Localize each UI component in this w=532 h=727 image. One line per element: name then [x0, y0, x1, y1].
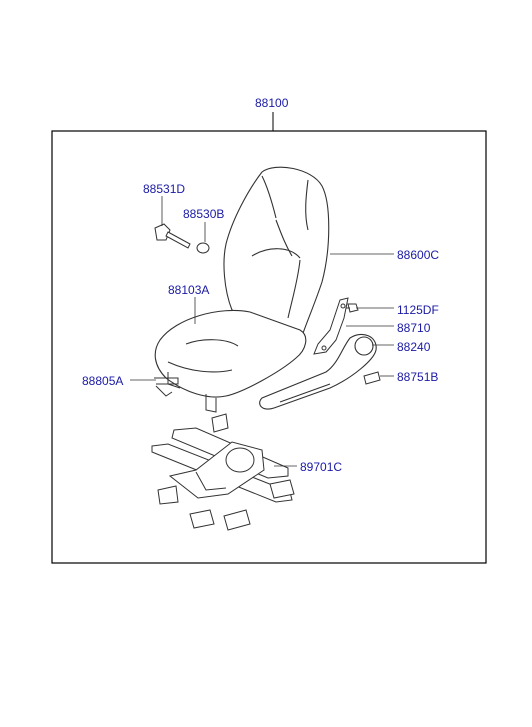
part-label-88805A[interactable]: 88805A	[82, 374, 124, 388]
assembly-frame	[51, 130, 487, 564]
part-label-88530B[interactable]: 88530B	[183, 207, 225, 221]
leader-lines	[130, 196, 394, 467]
recliner-cover-drawing	[259, 333, 377, 410]
part-label-89701C[interactable]: 89701C	[300, 460, 343, 474]
seat-track-drawing	[151, 413, 295, 531]
part-label-88531D[interactable]: 88531D	[143, 182, 186, 196]
part-label-88710[interactable]: 88710	[397, 321, 431, 335]
washer-drawing	[196, 242, 210, 254]
part-label-88600C[interactable]: 88600C	[397, 248, 440, 262]
part-label-88751B[interactable]: 88751B	[397, 370, 439, 384]
seat-back-drawing	[223, 166, 330, 343]
part-label-1125DF[interactable]: 1125DF	[397, 303, 439, 317]
bracket-drawing	[313, 297, 349, 355]
assembly-part-label[interactable]: 88100	[255, 96, 289, 110]
part-label-88103A[interactable]: 88103A	[168, 283, 210, 297]
bolt-drawing	[154, 223, 191, 249]
part-label-88240[interactable]: 88240	[397, 340, 431, 354]
track-handle-drawing	[154, 377, 179, 397]
cover-clip-drawing	[363, 371, 381, 385]
